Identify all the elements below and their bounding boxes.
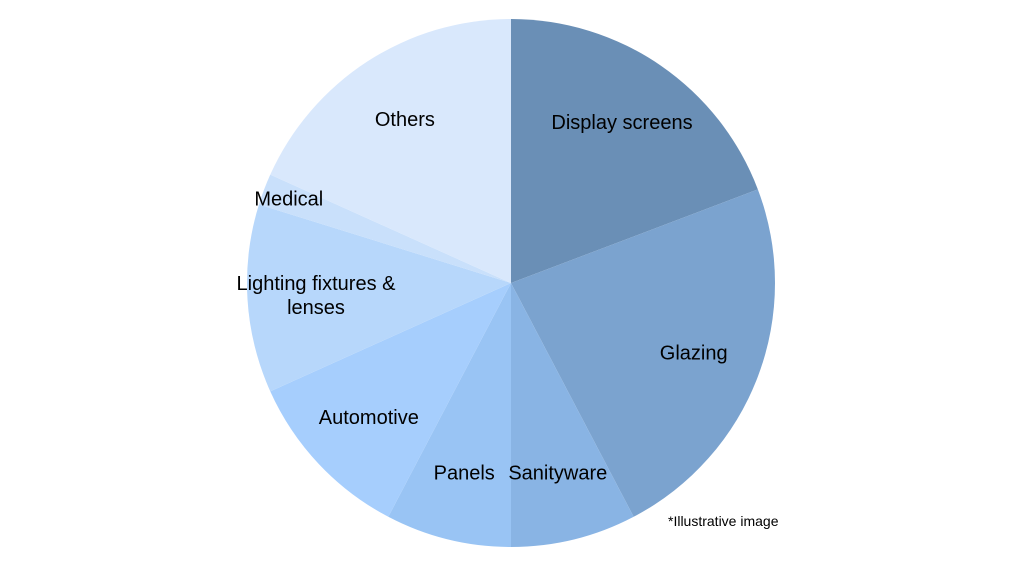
slice-label-medical: Medical — [254, 189, 323, 211]
illustrative-note: *Illustrative image — [668, 513, 779, 529]
slice-label-others: Others — [375, 109, 435, 131]
pie-slice-panels — [388, 283, 511, 547]
pie-slice-display-screens — [511, 19, 758, 283]
slice-label-display-screens: Display screens — [551, 112, 692, 134]
pie-slice-others — [270, 18, 511, 283]
pie-slice-sanityware — [511, 283, 634, 547]
pie-slice-medical — [258, 174, 511, 283]
pie-slice-lighting-fixtures-and-lenses — [246, 204, 511, 392]
slice-label-panels: Panels — [434, 463, 495, 485]
slice-label-sanityware: Sanityware — [508, 463, 607, 485]
slice-label-glazing: Glazing — [660, 342, 728, 364]
slice-label-automotive: Automotive — [319, 407, 419, 429]
slice-label-lighting-fixtures-and-lenses: Lighting fixtures &lenses — [237, 273, 397, 319]
pie-slice-glazing — [511, 189, 775, 517]
pie-slice-automotive — [270, 283, 511, 517]
